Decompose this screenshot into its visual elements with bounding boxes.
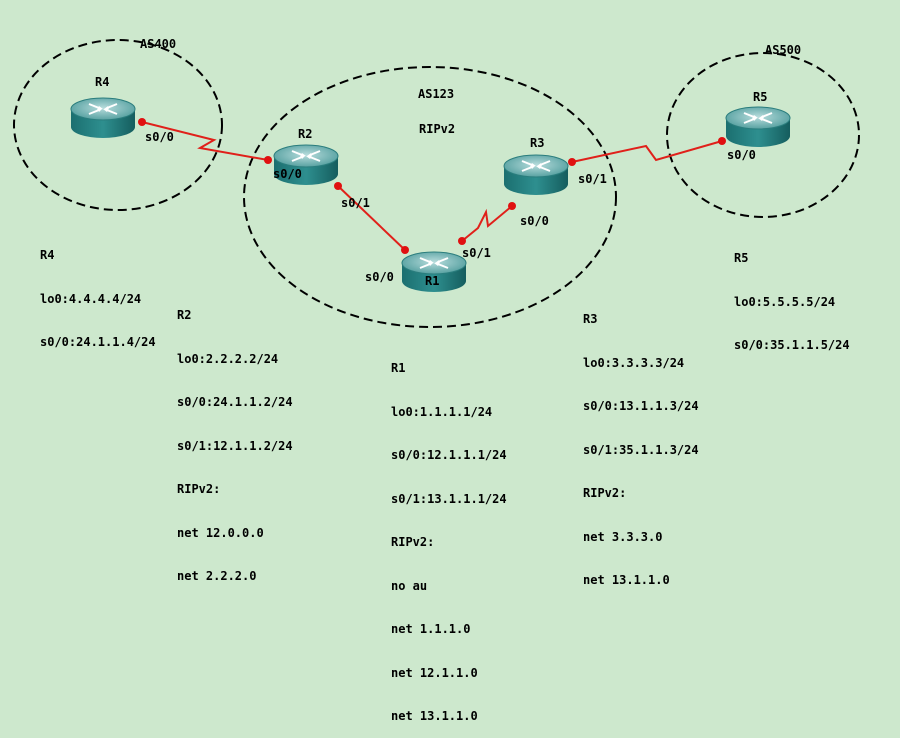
config-line: s0/0:13.1.1.3/24 (583, 399, 699, 413)
config-line: net 13.1.1.0 (391, 709, 478, 723)
r3-config-block: R3 lo0:3.3.3.3/24 s0/0:13.1.1.3/24 s0/1:… (583, 283, 699, 602)
router-r4-label: R4 (95, 75, 110, 89)
config-line: lo0:2.2.2.2/24 (177, 351, 279, 366)
as123-label: AS123 (418, 87, 455, 101)
as400-label: AS400 (140, 37, 177, 51)
r1-config-block: R1 lo0:1.1.1.1/24 s0/0:12.1.1.1/24 s0/1:… (391, 332, 507, 738)
port-dot-r1-s00 (401, 246, 409, 254)
config-line: R2 (177, 308, 192, 322)
r3-s01-label: s0/1 (578, 172, 607, 186)
link-r2-r1 (337, 185, 406, 251)
ripv2-label: RIPv2 (419, 122, 456, 136)
config-line: net 12.0.0.0 (177, 525, 264, 540)
port-dot-r2-s01 (334, 182, 342, 190)
link-r4-r2 (141, 121, 269, 161)
router-r3-label: R3 (530, 136, 545, 150)
r2-s01-label: s0/1 (341, 196, 370, 210)
config-line: net 1.1.1.0 (391, 622, 471, 636)
port-dot-r1-s01 (458, 237, 466, 245)
config-line: s0/1:35.1.1.3/24 (583, 442, 699, 457)
router-r5-icon[interactable] (725, 106, 791, 148)
router-r1-label: R1 (425, 274, 440, 288)
router-r5-label: R5 (753, 90, 768, 104)
config-line: s0/0:35.1.1.5/24 (734, 338, 850, 352)
port-dot-r5-s00 (718, 137, 726, 145)
r5-s00-label: s0/0 (727, 148, 756, 162)
router-r4-icon[interactable] (70, 97, 136, 139)
as400-boundary (13, 39, 223, 211)
router-r3-icon[interactable] (503, 154, 569, 196)
config-line: lo0:3.3.3.3/24 (583, 355, 685, 370)
link-r1-r3 (461, 205, 513, 242)
port-dot-r3-s00 (508, 202, 516, 210)
config-line: no au (391, 578, 428, 593)
config-line: s0/0:24.1.1.4/24 (40, 335, 156, 349)
config-line: net 12.1.1.0 (391, 665, 478, 680)
config-line: lo0:5.5.5.5/24 (734, 294, 836, 309)
config-line: RIPv2: (177, 482, 221, 496)
as500-boundary (666, 52, 860, 218)
config-line: R1 (391, 361, 406, 375)
r4-config-block: R4 lo0:4.4.4.4/24 s0/0:24.1.1.4/24 (40, 219, 156, 364)
config-line: R4 (40, 248, 55, 262)
r2-config-block: R2 lo0:2.2.2.2/24 s0/0:24.1.1.2/24 s0/1:… (177, 279, 293, 598)
config-line: s0/0:24.1.1.2/24 (177, 395, 293, 409)
config-line: s0/1:12.1.1.2/24 (177, 438, 293, 453)
config-line: R3 (583, 312, 598, 326)
config-line: s0/1:13.1.1.1/24 (391, 491, 507, 506)
config-line: RIPv2: (391, 535, 435, 549)
r5-config-block: R5 lo0:5.5.5.5/24 s0/0:35.1.1.5/24 (734, 222, 850, 367)
network-topology-diagram (13, 39, 860, 328)
router-r2-label: R2 (298, 127, 313, 141)
link-r3-r5 (571, 140, 723, 163)
config-line: RIPv2: (583, 486, 627, 500)
r3-s00-label: s0/0 (520, 214, 549, 228)
port-dot-r2-s00 (264, 156, 272, 164)
port-dot-r3-s01 (568, 158, 576, 166)
config-line: net 3.3.3.0 (583, 529, 663, 544)
config-line: lo0:4.4.4.4/24 (40, 291, 142, 306)
config-line: s0/0:12.1.1.1/24 (391, 448, 507, 462)
r1-s00-label: s0/0 (365, 270, 394, 284)
port-dot-r4-s00 (138, 118, 146, 126)
config-line: net 13.1.1.0 (583, 573, 670, 587)
config-line: net 2.2.2.0 (177, 569, 257, 583)
r1-s01-label: s0/1 (462, 246, 491, 260)
config-line: lo0:1.1.1.1/24 (391, 404, 493, 419)
r2-s00-label: s0/0 (273, 167, 302, 181)
as500-label: AS500 (765, 43, 802, 57)
config-line: R5 (734, 251, 749, 265)
as123-boundary (243, 66, 617, 328)
r4-s00-label: s0/0 (145, 130, 174, 144)
